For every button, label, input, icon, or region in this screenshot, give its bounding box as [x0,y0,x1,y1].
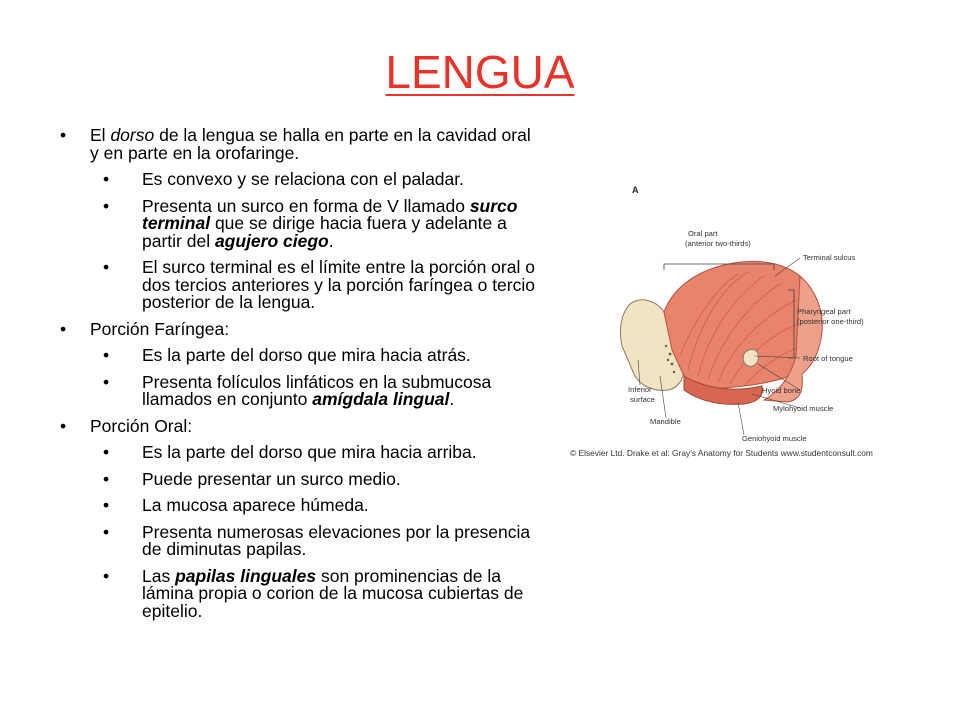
sub-bullet-item: • Es convexo y se relaciona con el palada… [60,169,540,189]
oral-part-bracket [663,263,775,270]
label-hyoid: Hyoid bone [762,386,800,395]
bullet-marker: • [103,495,110,515]
bullet-marker: • [103,442,110,462]
label-inferior: Inferior [628,385,652,394]
bullet-text: son prominencias de la lámina propia o c… [142,565,524,621]
bullet-marker: • [60,415,67,436]
bullet-text: Presenta folículos linfáticos en la subm… [142,371,492,409]
bullet-text: El [90,125,111,145]
sub-bullet-item: • Presenta numerosas elevaciones por la p… [60,521,540,559]
sub-bullet-item: • Presenta un surco en forma de V llamado… [60,195,540,251]
emphasized-text: agujero ciego [214,230,329,251]
mylohyoid-muscle [683,375,763,405]
bullet-marker: • [60,318,67,339]
bullet-text: Porción Faríngea: [90,318,230,339]
label-geniohyoid: Geniohyoid muscle [742,434,807,443]
bullet-text: Porción Oral: [90,415,193,436]
label-pharyngeal-part-sub: (posterior one-third) [797,317,864,326]
sub-bullet-item: • Es la parte del dorso que mira hacia at… [60,345,540,365]
bullet-text: Es la parte del dorso que mira hacia atr… [142,345,471,365]
emphasized-text: dorso [110,125,155,145]
bullet-text: . [328,230,334,251]
bullet-marker: • [60,125,67,145]
sub-bullet-item: • Presenta folículos linfáticos en la sub… [60,371,540,409]
bullet-text: La mucosa aparece húmeda. [142,495,369,515]
bullet-text: Presenta numerosas elevaciones por la pr… [142,521,531,559]
bullet-marker: • [103,468,110,489]
figure-credit: © Elsevier Ltd. Drake et al: Gray's Anat… [570,448,873,458]
bullet-text: Es convexo y se relaciona con el paladar… [142,169,464,189]
sub-bullet-item: • El surco terminal es el límite entre la… [60,257,540,312]
bullet-text: El surco terminal es el límite entre la … [142,257,535,312]
page-title: LENGUA [385,46,575,98]
bullet-marker: • [103,565,110,586]
bullet-text: Las [142,565,176,586]
label-surface: surface [630,395,655,404]
sub-bullet-item: • La mucosa aparece húmeda. [60,495,540,515]
tongue-anatomy-figure: A [568,180,940,465]
bullet-item: • El dorso de la lengua se halla en parte… [60,125,540,163]
bullet-text: . [449,389,455,409]
bullet-item: • Porción Faríngea: [60,318,540,339]
pharyngeal-bracket [788,289,795,359]
bullet-marker: • [103,371,110,392]
sub-bullet-item: • Es la parte del dorso que mira hacia ar… [60,442,540,462]
emphasized-text: papilas linguales [175,565,317,586]
label-oral-part: Oral part [688,229,718,238]
bullet-marker: • [103,521,110,542]
label-root: Root of tongue [803,354,853,363]
panel-letter: A [632,185,639,195]
label-terminal-sulcus: Terminal sulcus [803,253,856,262]
bullet-marker: • [103,195,110,216]
leader-lines [637,257,801,436]
emphasized-text: amígdala lingual [312,389,450,409]
label-pharyngeal-part: Pharyngeal part [797,307,852,316]
bullet-marker: • [103,257,110,277]
sub-bullet-item: • Puede presentar un surco medio. [60,468,540,489]
label-oral-part-sub: (anterior two-thirds) [685,239,751,248]
bullet-item: • Porción Oral: [60,415,540,436]
label-mandible: Mandible [650,417,681,426]
emphasized-text: surco terminal [142,195,518,233]
bullet-text: de la lengua se halla en parte en la cav… [90,125,531,163]
hyoid-bone [742,349,759,367]
pharyngeal-part [762,274,823,403]
bullet-text: que se dirige hacia fuera y adelante a p… [142,213,507,251]
bullet-text: Puede presentar un surco medio. [142,468,401,489]
sub-bullet-item: • Las papilas linguales son prominencias … [60,565,540,621]
bullet-text: Es la parte del dorso que mira hacia arr… [142,442,477,462]
label-mylohyoid: Mylohyoid muscle [773,404,833,413]
bullet-marker: • [103,345,110,365]
tongue-diagram: A [570,185,873,458]
bullet-list: • El dorso de la lengua se halla en parte… [60,125,540,629]
bullet-marker: • [103,169,110,189]
bullet-text: Presenta un surco en forma de V llamado [142,195,470,216]
